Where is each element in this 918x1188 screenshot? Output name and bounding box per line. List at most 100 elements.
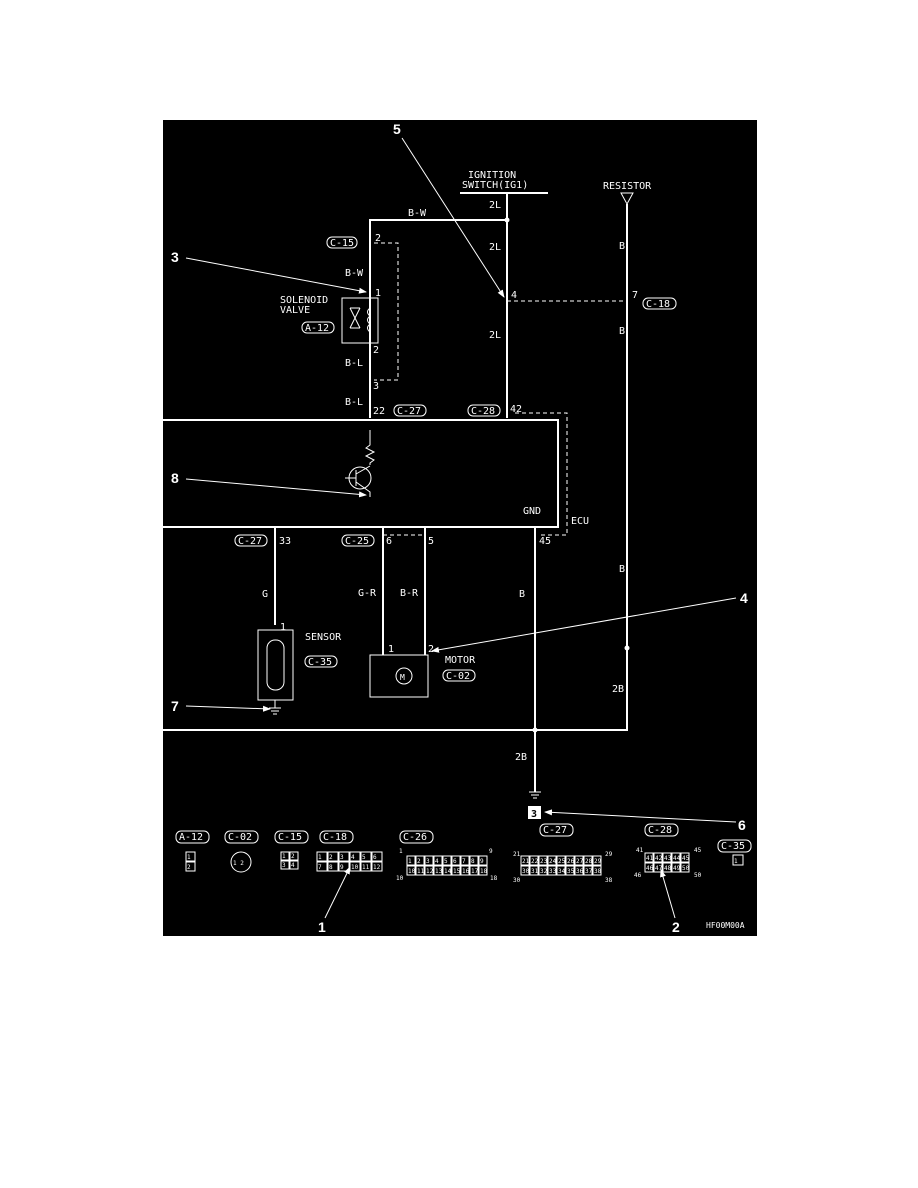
c26-cell — [451, 855, 461, 866]
c15-pin: 2 — [291, 853, 295, 860]
c28-pin: 44 — [673, 855, 681, 862]
c28-pin: 43 — [664, 855, 672, 862]
ground-icon — [269, 707, 281, 715]
solenoid-valve-symbol — [341, 297, 379, 344]
ground-ref: 3 — [531, 809, 537, 820]
wire-label: B — [619, 564, 625, 575]
legend-connector-tag — [224, 830, 259, 844]
c27-cell — [592, 855, 602, 866]
c28-cell — [680, 852, 690, 863]
c27-cell — [556, 855, 566, 866]
c26-pin: 6 — [453, 858, 457, 865]
pin: 4 — [511, 290, 517, 301]
c26-cell — [478, 865, 488, 876]
c26-pin: 11 — [417, 868, 425, 875]
c27-pin: 25 — [558, 858, 566, 865]
c18-pin: 7 — [318, 864, 322, 871]
connector-tag — [642, 297, 677, 310]
c15-pin: 3 — [282, 862, 286, 869]
wire-label: B-L — [345, 397, 363, 408]
connector-tag — [341, 534, 375, 547]
legend-end-pin: 41 — [636, 847, 644, 854]
motor-symbol: M — [400, 673, 405, 682]
connector-tag — [234, 534, 268, 547]
connector-tag-a12 — [301, 321, 335, 334]
c28-pin: 47 — [655, 865, 663, 872]
legend-connector-label: C-27 — [543, 825, 567, 836]
c28-pin: 41 — [646, 855, 654, 862]
a12-pin: 2 — [187, 864, 191, 871]
pin: 22 — [373, 406, 385, 417]
c27-cell — [547, 855, 557, 866]
ecu-label: ECU — [571, 516, 589, 527]
wire-label: G — [262, 589, 268, 600]
ground-ref-box — [528, 806, 541, 819]
callout-2: 2 — [672, 919, 680, 935]
c26-pin: 12 — [426, 868, 434, 875]
connector-c25: C-25 — [345, 536, 369, 547]
c27-cell — [583, 855, 593, 866]
c26-cell — [424, 855, 434, 866]
legend-end-pin: 9 — [489, 848, 493, 855]
splice-dot — [532, 727, 538, 733]
a12-cell — [185, 851, 196, 862]
c26-pin: 9 — [480, 858, 484, 865]
pin: 2 — [373, 345, 379, 356]
c15-pin: 4 — [291, 862, 295, 869]
connector-c02: C-02 — [446, 671, 470, 682]
wire-label: 2B — [612, 684, 624, 695]
c02-outline — [230, 851, 252, 873]
c27-pin: 28 — [585, 858, 593, 865]
c28-cell — [653, 862, 663, 873]
c18-pin: 4 — [351, 854, 355, 861]
wire-b — [163, 204, 628, 731]
c18-cell — [371, 851, 383, 862]
pin: 1 — [375, 288, 381, 299]
solenoid-label-2: VALVE — [280, 305, 310, 316]
wire-bw-bl — [369, 219, 507, 418]
callout-6: 6 — [738, 817, 746, 833]
pin: 1 — [388, 644, 394, 655]
c18-pin: 1 — [318, 854, 322, 861]
c27-pin: 37 — [585, 868, 593, 875]
legend-end-pin: 18 — [490, 875, 498, 882]
c28-cell — [680, 862, 690, 873]
c28-pin: 45 — [682, 855, 690, 862]
gnd-label: GND — [523, 506, 541, 517]
legend-end-pin: 21 — [513, 851, 521, 858]
c27-cell — [574, 855, 584, 866]
wire-label: B-R — [400, 588, 419, 599]
legend-connector-tag — [175, 830, 210, 844]
c27-cell — [547, 865, 557, 876]
c26-cell — [460, 865, 470, 876]
motor-label: MOTOR — [445, 655, 476, 666]
c26-pin: 5 — [444, 858, 448, 865]
c28-pin: 46 — [646, 865, 654, 872]
pin: 1 — [280, 622, 286, 633]
connector-tag-c15 — [326, 236, 358, 249]
legend-connector-label: C-28 — [648, 825, 672, 836]
c18-cell — [360, 861, 372, 872]
coil-icon — [367, 307, 371, 333]
legend-connector-label: C-26 — [403, 832, 427, 843]
c18-cell — [327, 861, 339, 872]
c27-cell — [583, 865, 593, 876]
c27-cell — [529, 865, 539, 876]
connector-outline — [374, 242, 399, 381]
c28-pin: 50 — [682, 865, 690, 872]
c35-pin: 1 — [734, 858, 738, 865]
connector-c27: C-27 — [397, 406, 421, 417]
c18-pin: 12 — [373, 864, 381, 871]
pin: 45 — [539, 536, 551, 547]
c28-cell — [644, 852, 654, 863]
c26-pin: 13 — [435, 868, 443, 875]
c26-cell — [433, 855, 443, 866]
legend-end-pin: 46 — [634, 872, 642, 879]
c18-cell — [349, 851, 361, 862]
legend-end-pin: 38 — [605, 877, 613, 884]
a12-pin: 1 — [187, 854, 191, 861]
c18-cell — [371, 861, 383, 872]
wire-label: 2B — [515, 752, 527, 763]
c26-pin: 2 — [417, 858, 421, 865]
